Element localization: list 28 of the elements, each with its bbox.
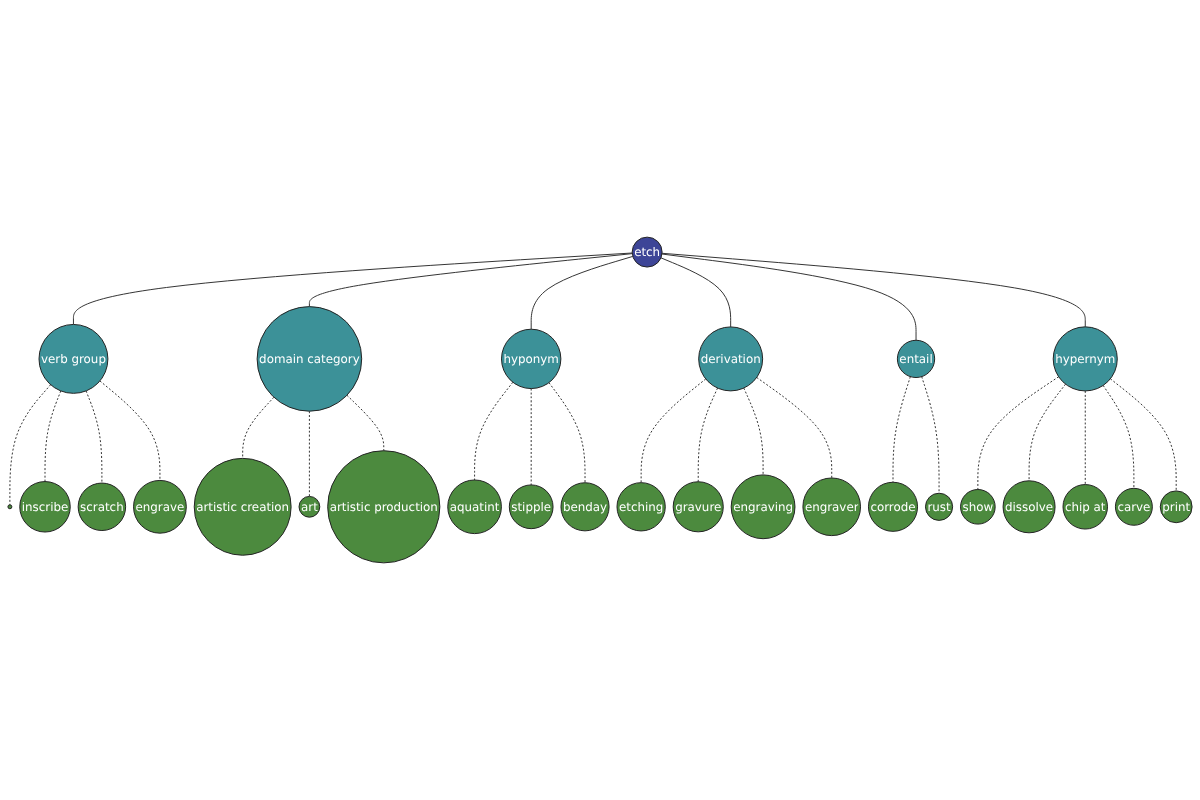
connector (1102, 384, 1135, 489)
connector (743, 387, 764, 476)
connector (474, 381, 514, 481)
connector (548, 382, 586, 484)
connector (308, 253, 633, 308)
connector (85, 390, 103, 484)
connector (242, 396, 275, 459)
connector (530, 255, 634, 330)
connector (756, 376, 833, 479)
connector (977, 376, 1060, 490)
connector (1084, 390, 1086, 486)
connector (99, 380, 161, 481)
connector (661, 253, 917, 341)
connector (921, 376, 940, 494)
node-circle (7, 504, 13, 510)
connector (697, 387, 719, 483)
connector (308, 410, 310, 497)
connector (44, 390, 62, 483)
connector (530, 388, 532, 486)
connector (9, 384, 52, 506)
connector (892, 376, 911, 483)
connector (661, 252, 1086, 328)
connector (1109, 378, 1177, 492)
connector (660, 257, 732, 328)
connector (346, 394, 385, 452)
connector (640, 378, 707, 484)
connector (1028, 383, 1067, 482)
connector (72, 252, 633, 325)
